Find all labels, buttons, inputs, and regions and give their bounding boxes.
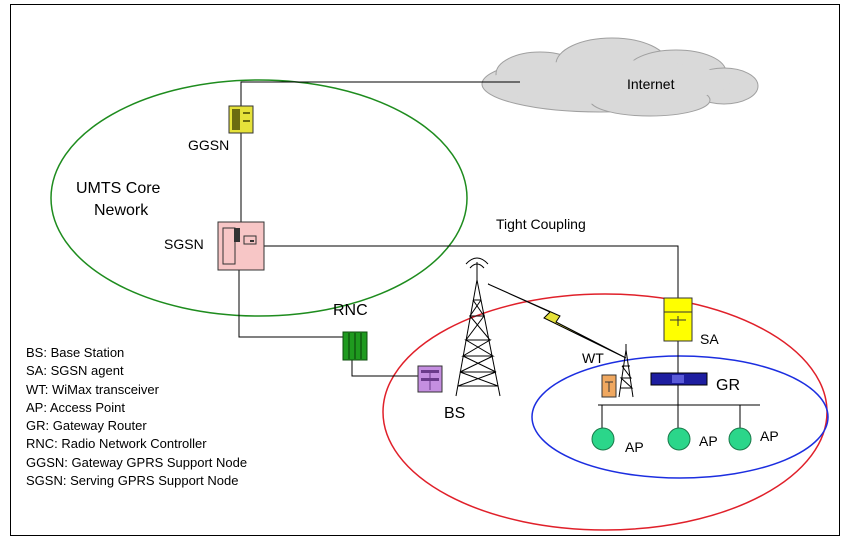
gr-node bbox=[650, 372, 708, 386]
wlan-ellipse bbox=[531, 355, 829, 479]
umts-core-label-line2: Nework bbox=[94, 202, 149, 219]
ggsn-node bbox=[228, 105, 254, 134]
legend-item: BS: Base Station bbox=[26, 345, 125, 360]
legend-item: SA: SGSN agent bbox=[26, 363, 124, 379]
ap-node bbox=[728, 427, 752, 451]
sa-label: SA bbox=[700, 331, 719, 347]
legend-item: RNC: Radio Network Controller bbox=[26, 436, 207, 452]
ap-label: AP bbox=[699, 433, 718, 449]
bs-tower bbox=[455, 257, 501, 397]
rnc-label: RNC bbox=[333, 302, 368, 319]
wt-label: WT bbox=[582, 350, 604, 366]
umts-core-label-line1: UMTS Core bbox=[76, 180, 161, 197]
ggsn-label: GGSN bbox=[188, 137, 230, 153]
legend-item: GR: Gateway Router bbox=[26, 418, 147, 434]
legend-item: SGSN: Serving GPRS Support Node bbox=[26, 473, 239, 489]
rnc-node bbox=[342, 331, 368, 361]
wt-antenna bbox=[618, 344, 634, 398]
legend-item: GGSN: Gateway GPRS Support Node bbox=[26, 454, 248, 470]
legend: BS: Base Station SA: SGSN agent WT: WiMa… bbox=[26, 344, 247, 490]
legend-item: WT: WiMax transceiver bbox=[26, 381, 159, 397]
ap-label: AP bbox=[625, 439, 644, 455]
gr-label: GR bbox=[716, 377, 740, 394]
bs-label: BS bbox=[444, 405, 466, 422]
diagram-frame bbox=[10, 4, 840, 536]
tight-coupling-label: Tight Coupling bbox=[496, 216, 586, 232]
wireless-link bbox=[487, 283, 627, 359]
sgsn-node bbox=[217, 221, 265, 271]
sgsn-label: SGSN bbox=[164, 236, 204, 252]
ap-node bbox=[667, 427, 691, 451]
ap-nodes bbox=[591, 427, 752, 451]
internet-label: Internet bbox=[627, 76, 675, 92]
umts-core-ellipse bbox=[50, 79, 468, 317]
ap-label: AP bbox=[760, 428, 779, 444]
sa-node bbox=[663, 297, 693, 342]
ap-node bbox=[591, 427, 615, 451]
bs-box bbox=[417, 365, 443, 393]
legend-item: AP: Access Point bbox=[26, 399, 125, 415]
wt-node bbox=[601, 374, 617, 398]
